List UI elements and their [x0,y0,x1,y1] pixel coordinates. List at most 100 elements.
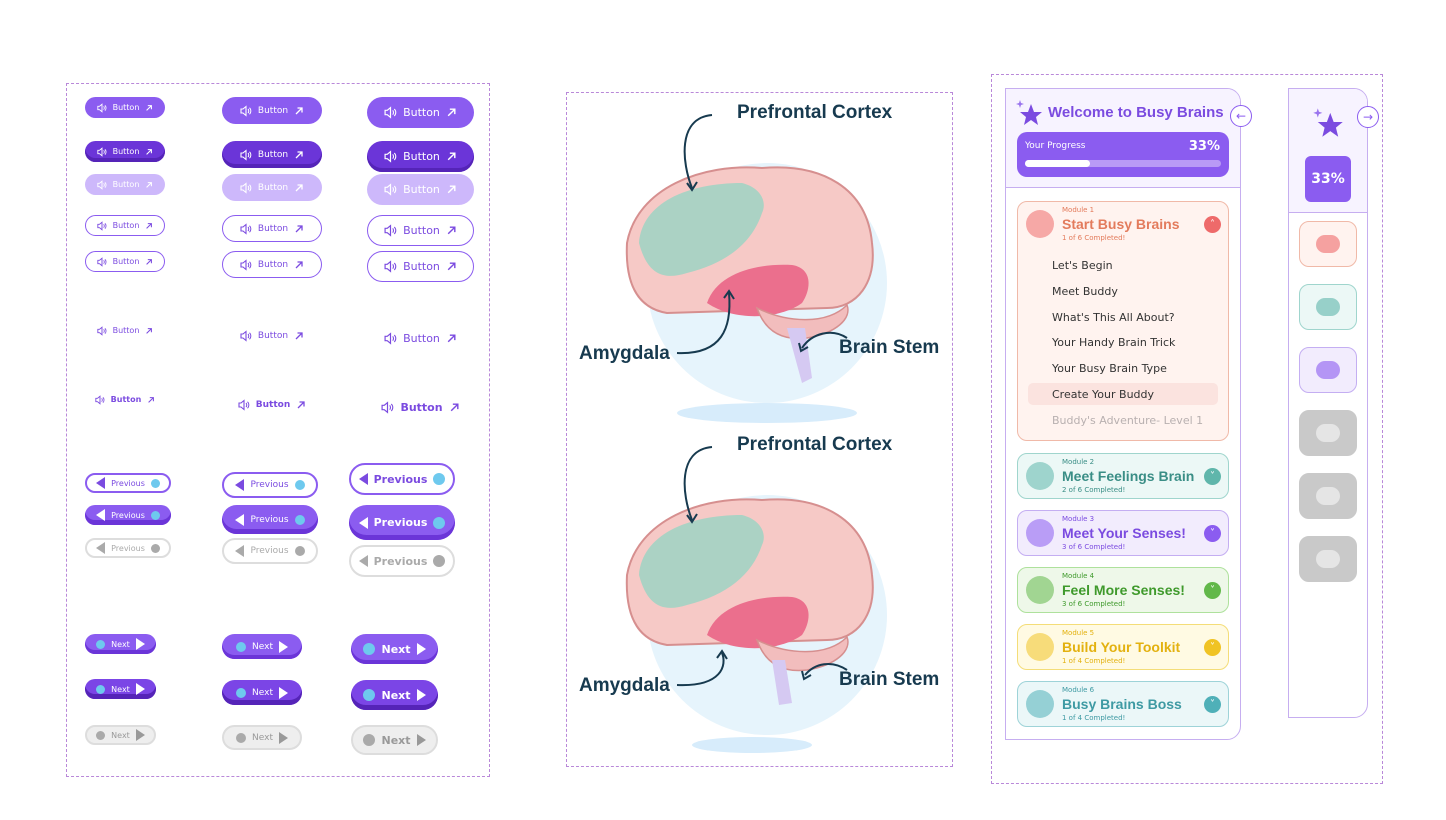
speaker-icon [381,401,394,414]
arrow-up-right-icon [447,262,456,271]
speaker-button[interactable]: Button [85,141,165,162]
next-button[interactable]: Next [351,634,438,664]
speaker-button[interactable]: Button [367,251,474,282]
next-button[interactable]: Next [85,679,156,699]
next-button[interactable]: Next [222,680,302,705]
bird-mascot-icon [150,510,160,520]
speaker-icon [384,183,397,196]
next-button[interactable]: Next [222,725,302,750]
lesson-item[interactable]: Your Handy Brain Trick [1052,336,1176,349]
speaker-button[interactable]: Button [367,323,474,354]
previous-arrow-icon [96,542,106,554]
speaker-button[interactable]: Button [85,174,165,195]
rail-locked-module[interactable] [1299,536,1357,582]
previous-button[interactable]: Previous [85,505,171,525]
arrow-up-right-icon [447,226,456,235]
next-button[interactable]: Next [351,680,438,710]
speaker-button[interactable]: Button [85,97,165,118]
previous-button[interactable]: Previous [222,505,318,534]
previous-button[interactable]: Previous [85,473,171,493]
previous-button[interactable]: Previous [349,545,455,577]
sidebar-title: Welcome to Busy Brains [1048,104,1224,121]
lesson-item[interactable]: Let's Begin [1052,259,1113,272]
chevron-icon[interactable]: ˅ [1204,525,1221,542]
module-card[interactable] [1017,567,1229,613]
arrow-up-right-icon [447,185,456,194]
speaker-icon [384,260,397,273]
arrow-up-right-icon [297,400,305,408]
module-mascot-icon [1026,519,1054,547]
speaker-icon [96,102,107,113]
speaker-button[interactable]: Button [222,251,322,278]
module-mascot-icon [1026,576,1054,604]
arrow-up-right-icon [447,108,456,117]
module-mascot-icon [1026,462,1054,490]
module-kicker: Module 5 [1062,629,1095,637]
bird-mascot-icon [363,734,376,746]
speaker-button[interactable]: Button [367,141,474,172]
rail-module-button[interactable] [1299,221,1357,267]
progress-fill [1025,160,1090,167]
button-label: Next [252,641,273,652]
previous-button[interactable]: Previous [85,538,171,558]
rail-module-button[interactable] [1299,284,1357,330]
speaker-button[interactable]: Button [367,174,474,205]
speaker-button[interactable]: Button [85,251,165,272]
collapse-sidebar-button[interactable]: ← [1230,105,1252,127]
speaker-button[interactable]: Button [85,389,165,410]
previous-arrow-icon [235,479,245,491]
bird-mascot-icon [433,555,446,567]
next-button[interactable]: Next [85,725,156,745]
speaker-button[interactable]: Button [367,392,474,423]
button-library-frame [66,83,490,777]
speaker-icon [240,148,252,161]
module-kicker: Module 4 [1062,572,1095,580]
chevron-icon[interactable]: ˄ [1204,216,1221,233]
next-button[interactable]: Next [85,634,156,654]
previous-button[interactable]: Previous [349,463,455,495]
chevron-icon[interactable]: ˅ [1204,468,1221,485]
module-title: Meet Your Senses! [1062,525,1186,541]
speaker-button[interactable]: Button [367,97,474,128]
previous-button[interactable]: Previous [222,472,318,498]
lesson-item[interactable]: Create Your Buddy [1052,388,1155,401]
button-label: Next [381,642,411,656]
speaker-button[interactable]: Button [222,215,322,242]
expand-sidebar-button[interactable]: → [1357,106,1379,128]
rail-locked-module[interactable] [1299,410,1357,456]
speaker-icon [96,146,107,157]
button-label: Button [257,259,289,270]
arrow-up-right-icon [148,396,155,403]
previous-arrow-icon [96,477,106,489]
speaker-icon [240,329,252,342]
next-button[interactable]: Next [222,634,302,659]
rail-locked-module[interactable] [1299,473,1357,519]
lesson-item[interactable]: Your Busy Brain Type [1052,362,1167,375]
lesson-item[interactable]: Meet Buddy [1052,285,1118,298]
speaker-button[interactable]: Button [222,391,322,418]
chevron-icon[interactable]: ˅ [1204,696,1221,713]
speaker-button[interactable]: Button [222,322,322,349]
button-label: Previous [373,472,428,486]
chevron-icon[interactable]: ˅ [1204,582,1221,599]
label-prefrontal-cortex: Prefrontal Cortex [737,102,893,123]
speaker-button[interactable]: Button [222,141,322,168]
speaker-button[interactable]: Button [222,97,322,124]
previous-button[interactable]: Previous [222,538,318,564]
speaker-button[interactable]: Button [85,320,165,341]
speaker-icon [240,181,252,194]
rail-progress-value: 33% [1311,171,1345,187]
button-label: Next [111,684,130,694]
next-button[interactable]: Next [351,725,438,755]
chevron-icon[interactable]: ˅ [1204,639,1221,656]
previous-button[interactable]: Previous [349,505,455,540]
rail-module-button[interactable] [1299,347,1357,393]
speaker-button[interactable]: Button [222,174,322,201]
speaker-button[interactable]: Button [367,215,474,246]
button-label: Previous [373,554,428,568]
lesson-item[interactable]: What's This All About? [1052,311,1175,324]
bird-mascot-icon [294,514,305,525]
lesson-item[interactable]: Buddy's Adventure- Level 1 [1052,414,1204,427]
bird-mascot-icon [433,516,446,529]
speaker-button[interactable]: Button [85,215,165,236]
